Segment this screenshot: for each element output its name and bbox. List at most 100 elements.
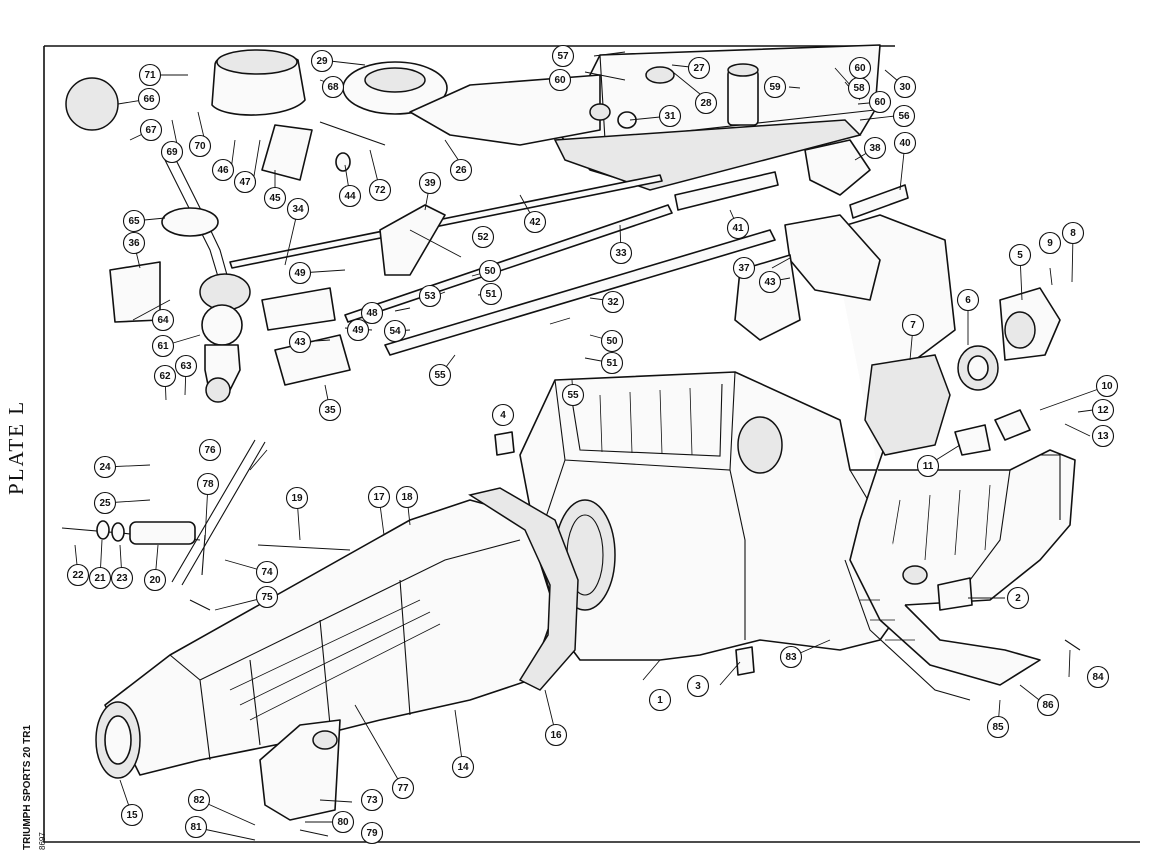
callout-bubble [561, 383, 585, 407]
callout-number: 33 [615, 248, 627, 259]
callout-53: 53 [418, 284, 442, 308]
callout-number: 49 [352, 325, 364, 336]
callout-55: 55 [561, 383, 585, 407]
callout-number: 66 [143, 94, 155, 105]
callout-number: 41 [732, 223, 744, 234]
callout-number: 75 [261, 592, 273, 603]
callout-5: 5 [1008, 243, 1032, 267]
callout-bubble [1095, 374, 1119, 398]
callout-number: 8 [1070, 228, 1076, 239]
callout-bubble [196, 472, 220, 496]
callout-bubble [368, 178, 392, 202]
callout-number: 54 [389, 326, 401, 337]
callout-bubble [1091, 398, 1115, 422]
callout-12: 12 [1091, 398, 1115, 422]
callout-25: 25 [93, 491, 117, 515]
callout-bubble [187, 788, 211, 812]
callout-20: 20 [143, 568, 167, 592]
callout-62: 62 [153, 364, 177, 388]
callout-number: 10 [1101, 381, 1113, 392]
callout-number: 76 [204, 445, 216, 456]
callout-bubble [160, 140, 184, 164]
callout-78: 78 [196, 472, 220, 496]
callout-number: 51 [606, 358, 618, 369]
callout-22: 22 [66, 563, 90, 587]
callout-number: 74 [261, 567, 273, 578]
callout-bubble [321, 75, 345, 99]
callout-number: 60 [874, 97, 886, 108]
callout-bubble [263, 186, 287, 210]
callout-number: 19 [291, 493, 303, 504]
callout-58: 58 [847, 76, 871, 100]
callout-bubble [863, 136, 887, 160]
callout-bubble [1038, 231, 1062, 255]
callout-41: 41 [726, 216, 750, 240]
callout-number: 82 [193, 795, 205, 806]
callout-number: 45 [269, 193, 281, 204]
callout-67: 67 [139, 118, 163, 142]
callout-number: 64 [157, 315, 169, 326]
callout-number: 80 [337, 817, 349, 828]
callout-49: 49 [288, 261, 312, 285]
callout-bubble [758, 270, 782, 294]
top-cover [553, 44, 881, 191]
callout-number: 37 [738, 263, 750, 274]
callout-number: 69 [166, 147, 178, 158]
callout-number: 83 [785, 652, 797, 663]
callout-bubble [1006, 586, 1030, 610]
callout-bubble [184, 815, 208, 839]
callout-77: 77 [391, 776, 415, 800]
callout-bubble [288, 330, 312, 354]
callout-number: 43 [764, 277, 776, 288]
remote-control-housing [342, 61, 637, 146]
callout-bubble [137, 87, 161, 111]
callout-number: 5 [1017, 250, 1023, 261]
callout-83: 83 [779, 645, 803, 669]
callout-bubble [901, 313, 925, 337]
callout-bubble [428, 363, 452, 387]
callout-bubble [726, 216, 750, 240]
callout-75: 75 [255, 585, 279, 609]
callout-11: 11 [916, 454, 940, 478]
callout-number: 56 [898, 111, 910, 122]
callout-31: 31 [658, 104, 682, 128]
callout-32: 32 [601, 290, 625, 314]
callout-60: 60 [868, 90, 892, 114]
callout-bubble [138, 63, 162, 87]
callout-bubble [143, 568, 167, 592]
callout-18: 18 [395, 485, 419, 509]
callout-bubble [600, 329, 624, 353]
gearbox-casing [519, 214, 1076, 701]
callout-bubble [1036, 693, 1060, 717]
callout-74: 74 [255, 560, 279, 584]
callout-number: 2 [1015, 593, 1021, 604]
callout-number: 13 [1097, 431, 1109, 442]
callout-bubble [93, 491, 117, 515]
callout-bubble [544, 723, 568, 747]
callout-59: 59 [763, 75, 787, 99]
callout-number: 50 [606, 336, 618, 347]
callout-15: 15 [120, 803, 144, 827]
callout-17: 17 [367, 485, 391, 509]
callout-number: 84 [1092, 672, 1104, 683]
callout-10: 10 [1095, 374, 1119, 398]
callout-60: 60 [848, 56, 872, 80]
callout-69: 69 [160, 140, 184, 164]
callout-bubble [491, 403, 515, 427]
callout-number: 4 [500, 410, 506, 421]
callout-46: 46 [211, 158, 235, 182]
callout-number: 53 [424, 291, 436, 302]
callout-bubble [658, 104, 682, 128]
callout-82: 82 [187, 788, 211, 812]
callout-bubble [893, 131, 917, 155]
callout-number: 1 [657, 695, 663, 706]
callout-number: 81 [190, 822, 202, 833]
callout-bubble [451, 755, 475, 779]
callout-number: 7 [910, 320, 916, 331]
callout-bubble [318, 398, 342, 422]
callout-number: 26 [455, 165, 467, 176]
callout-bubble [233, 170, 257, 194]
callout-number: 78 [202, 479, 214, 490]
callout-14: 14 [451, 755, 475, 779]
